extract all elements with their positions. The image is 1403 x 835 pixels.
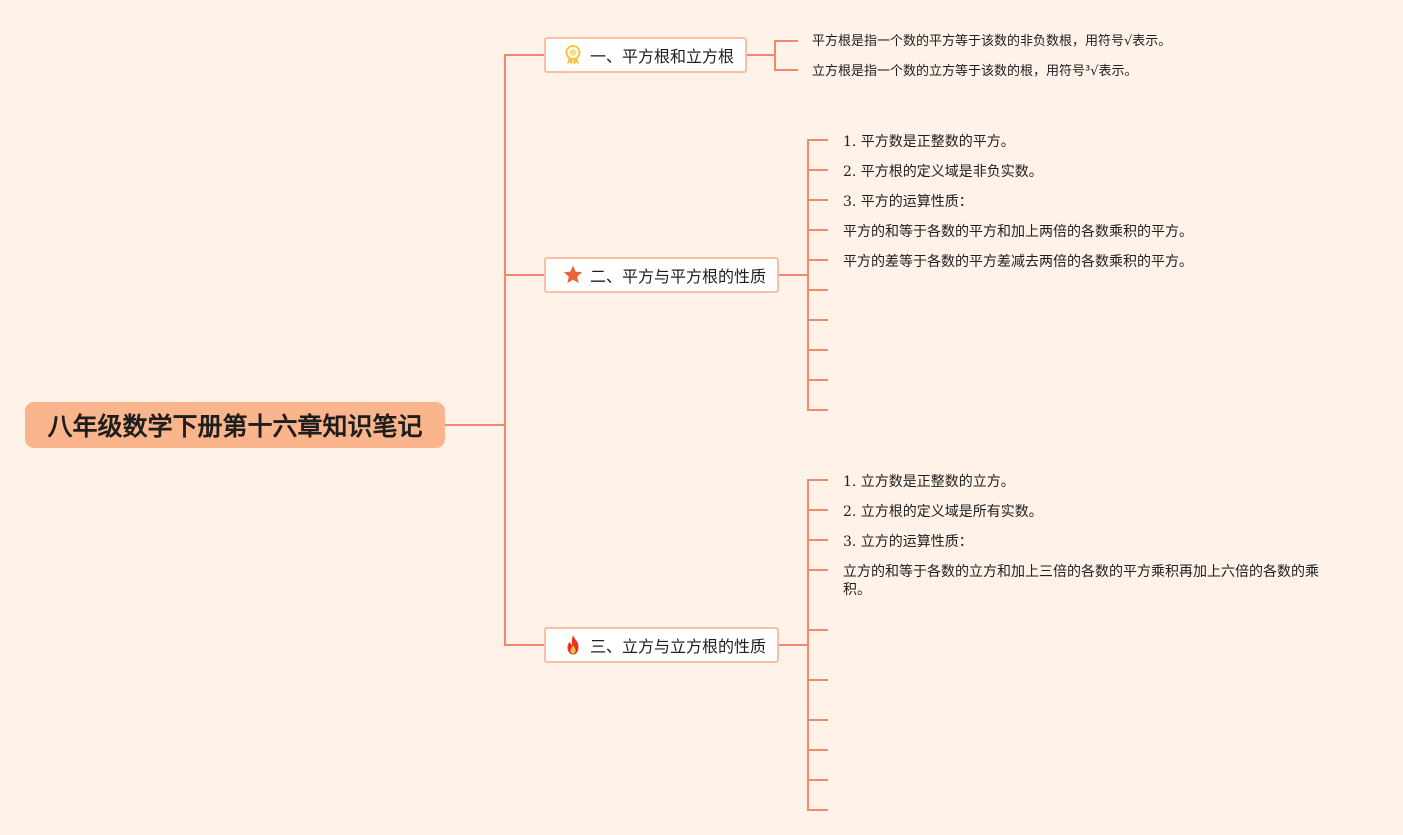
note-item: 1. 平方数是正整数的平方。 [843, 134, 1015, 150]
note-item: 1. 立方数是正整数的立方。 [843, 474, 1015, 490]
star-icon [562, 264, 584, 286]
note-item: 2. 立方根的定义域是所有实数。 [843, 504, 1043, 520]
root-topic-label: 八年级数学下册第十六章知识笔记 [47, 412, 423, 441]
flame-icon [562, 634, 584, 656]
note-cube-root-definition: 立方根是指一个数的立方等于该数的根，用符号³√表示。 [812, 64, 1138, 79]
topic-label: 一、平方根和立方根 [590, 47, 735, 66]
note-item: 3. 平方的运算性质： [843, 194, 973, 210]
topic-label: 三、立方与立方根的性质 [590, 637, 767, 656]
topic-label: 二、平方与平方根的性质 [590, 267, 767, 286]
root-topic[interactable]: 八年级数学下册第十六章知识笔记 [25, 402, 445, 448]
note-item: 立方的和等于各数的立方和加上三倍的各数的平方乘积再加上六倍的各数的乘积。 [843, 564, 1319, 598]
note-square-root-definition: 平方根是指一个数的平方等于该数的非负数根，用符号√表示。 [812, 34, 1172, 49]
topic-square-and-cube-roots[interactable]: 一、平方根和立方根 [544, 37, 747, 73]
award-ribbon-icon [562, 44, 584, 66]
note-item: 3. 立方的运算性质： [843, 534, 973, 550]
note-item: 2. 平方根的定义域是非负实数。 [843, 164, 1043, 180]
topic-cube-properties[interactable]: 三、立方与立方根的性质 [544, 627, 779, 663]
note-item: 平方的差等于各数的平方差减去两倍的各数乘积的平方。 [843, 254, 1193, 270]
note-item: 平方的和等于各数的平方和加上两倍的各数乘积的平方。 [843, 224, 1193, 240]
topic-square-properties[interactable]: 二、平方与平方根的性质 [544, 257, 779, 293]
